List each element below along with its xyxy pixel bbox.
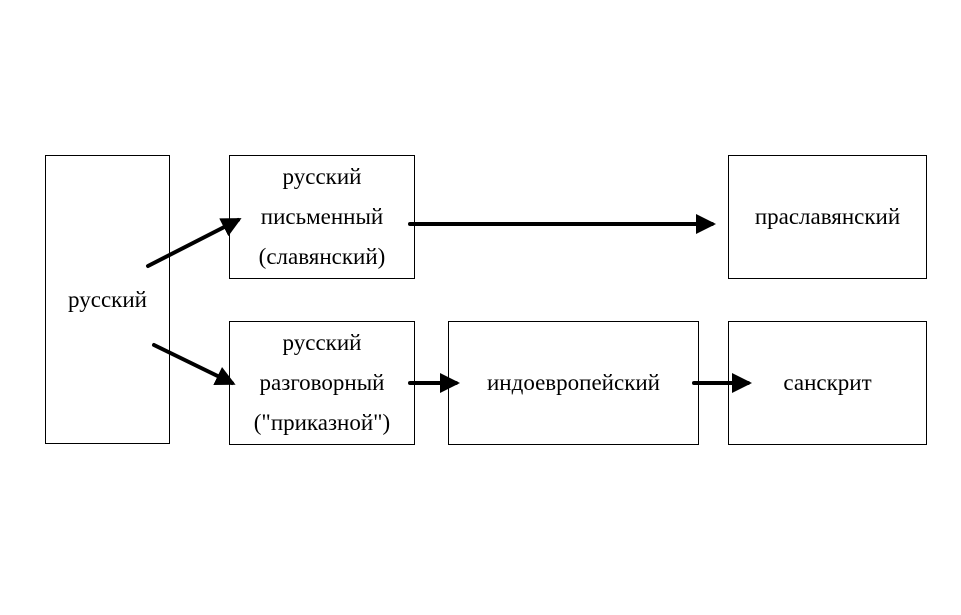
node-sanskrit-line-1: санскрит <box>783 370 872 395</box>
node-russian-spoken-line-3: ("приказной") <box>253 410 391 435</box>
node-russian-line-1: русский <box>68 286 147 312</box>
node-russian-written-line-1: русский <box>282 164 362 189</box>
node-russian-spoken-line-1: русский <box>282 330 362 355</box>
node-russian-spoken: русский разговорный ("приказной") <box>229 321 415 445</box>
node-russian-written-line-2: письменный <box>260 204 384 229</box>
node-protoslavic-line-1: праславянский <box>754 204 901 229</box>
node-sanskrit: санскрит <box>728 321 927 445</box>
node-russian-written: русский письменный (славянский) <box>229 155 415 279</box>
node-indoeuropean-line-1: индоевропейский <box>487 370 660 395</box>
node-indoeuropean: индоевропейский <box>448 321 699 445</box>
node-protoslavic: праславянский <box>728 155 927 279</box>
node-russian-written-line-3: (славянский) <box>258 244 386 269</box>
node-russian: русский <box>45 155 170 444</box>
node-russian-spoken-line-2: разговорный <box>259 370 385 395</box>
